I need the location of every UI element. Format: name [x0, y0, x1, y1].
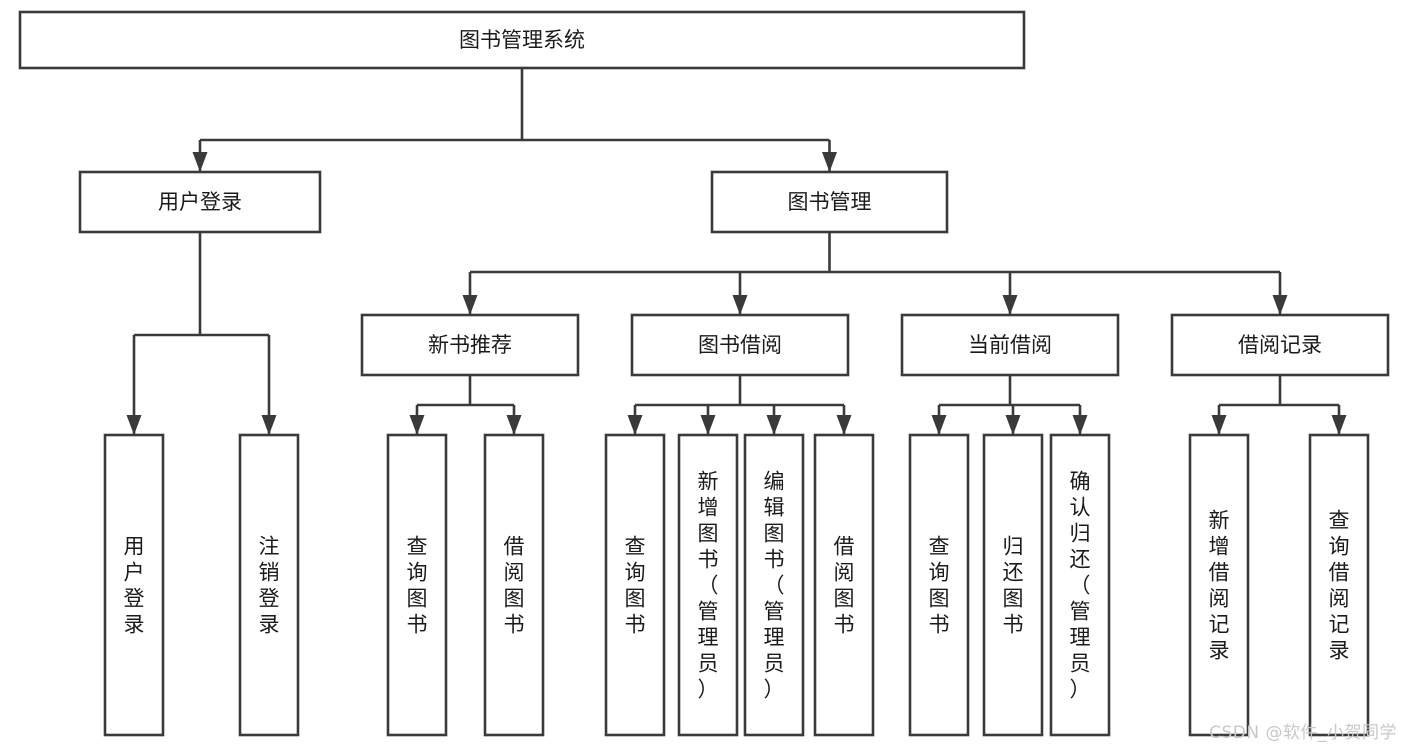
node-label-current-borrow: 当前借阅 — [968, 333, 1052, 357]
watermark-text: CSDN @软件_小贺同学 — [1209, 723, 1397, 743]
node-leaf-user-logout[interactable]: 注销登录 — [238, 433, 300, 737]
node-label-borrow-record: 借阅记录 — [1238, 333, 1322, 357]
node-label-leaf-borrow-edit: 编辑图书（管理员） — [764, 469, 785, 701]
node-box-leaf-rec-add — [1188, 433, 1250, 737]
node-label-leaf-borrow-add: 新增图书（管理员） — [698, 469, 719, 701]
arrow-head-icon — [126, 415, 142, 435]
arrow-head-icon — [261, 415, 277, 435]
arrow-head-icon — [462, 295, 478, 315]
node-box-leaf-borrow-edit — [743, 433, 805, 737]
node-box-leaf-borrow-lend — [813, 433, 875, 737]
node-label-leaf-borrow-query: 查询图书 — [625, 534, 646, 636]
node-borrow-record[interactable]: 借阅记录 — [1170, 313, 1390, 377]
arrow-head-icon — [192, 152, 208, 172]
node-leaf-cur-query[interactable]: 查询图书 — [908, 433, 970, 737]
node-box-borrow-record — [1170, 313, 1390, 377]
node-label-leaf-user-login: 用户登录 — [124, 534, 145, 636]
arrow-head-icon — [766, 415, 782, 435]
node-leaf-borrow-edit[interactable]: 编辑图书（管理员） — [743, 433, 805, 737]
node-label-leaf-rec-borrow: 借阅图书 — [504, 534, 525, 636]
node-label-leaf-cur-return: 归还图书 — [1003, 534, 1024, 636]
node-label-book-borrow: 图书借阅 — [698, 333, 782, 357]
node-label-leaf-cur-confirm: 确认归还（管理员） — [1070, 469, 1091, 701]
node-current-borrow[interactable]: 当前借阅 — [900, 313, 1120, 377]
arrow-head-icon — [1331, 415, 1347, 435]
node-label-leaf-user-logout: 注销登录 — [259, 534, 280, 636]
node-root[interactable]: 图书管理系统 — [18, 10, 1026, 70]
node-leaf-borrow-lend[interactable]: 借阅图书 — [813, 433, 875, 737]
node-new-book-rec[interactable]: 新书推荐 — [360, 313, 580, 377]
node-leaf-user-login[interactable]: 用户登录 — [103, 433, 165, 737]
node-book-manage[interactable]: 图书管理 — [710, 170, 949, 234]
arrow-head-icon — [506, 415, 522, 435]
node-leaf-cur-confirm[interactable]: 确认归还（管理员） — [1049, 433, 1111, 737]
node-box-leaf-rec-search — [1308, 433, 1370, 737]
node-user-login[interactable]: 用户登录 — [78, 170, 322, 234]
node-label-new-book-rec: 新书推荐 — [428, 333, 512, 357]
node-box-leaf-user-login — [103, 433, 165, 737]
node-label-leaf-rec-query: 查询图书 — [407, 534, 428, 636]
arrow-head-icon — [1002, 295, 1018, 315]
node-box-new-book-rec — [360, 313, 580, 377]
arrow-head-icon — [1005, 415, 1021, 435]
edges-layer — [126, 68, 1347, 435]
node-box-leaf-cur-return — [982, 433, 1044, 737]
arrow-head-icon — [1272, 295, 1288, 315]
node-leaf-borrow-add[interactable]: 新增图书（管理员） — [677, 433, 739, 737]
node-box-user-login — [78, 170, 322, 234]
node-box-current-borrow — [900, 313, 1120, 377]
node-book-borrow[interactable]: 图书借阅 — [630, 313, 850, 377]
node-label-leaf-rec-add: 新增借阅记录 — [1209, 508, 1230, 662]
node-box-leaf-borrow-query — [604, 433, 666, 737]
node-label-leaf-rec-search: 查询借阅记录 — [1329, 508, 1350, 662]
node-label-leaf-cur-query: 查询图书 — [929, 534, 950, 636]
node-leaf-rec-search[interactable]: 查询借阅记录 — [1308, 433, 1370, 737]
node-box-leaf-rec-borrow — [483, 433, 545, 737]
node-box-book-manage — [710, 170, 949, 234]
node-leaf-rec-query[interactable]: 查询图书 — [386, 433, 448, 737]
node-box-leaf-cur-confirm — [1049, 433, 1111, 737]
arrow-head-icon — [700, 415, 716, 435]
arrow-head-icon — [627, 415, 643, 435]
node-leaf-rec-add[interactable]: 新增借阅记录 — [1188, 433, 1250, 737]
node-box-root — [18, 10, 1026, 70]
node-label-leaf-borrow-lend: 借阅图书 — [834, 534, 855, 636]
arrow-head-icon — [409, 415, 425, 435]
nodes-layer: 图书管理系统用户登录图书管理新书推荐图书借阅当前借阅借阅记录用户登录注销登录查询… — [18, 10, 1390, 737]
node-box-book-borrow — [630, 313, 850, 377]
node-box-leaf-user-logout — [238, 433, 300, 737]
node-label-book-manage: 图书管理 — [788, 190, 872, 214]
arrow-head-icon — [822, 152, 837, 172]
arrow-head-icon — [931, 415, 947, 435]
node-box-leaf-borrow-add — [677, 433, 739, 737]
node-leaf-cur-return[interactable]: 归还图书 — [982, 433, 1044, 737]
node-box-leaf-cur-query — [908, 433, 970, 737]
node-leaf-borrow-query[interactable]: 查询图书 — [604, 433, 666, 737]
arrow-head-icon — [1072, 415, 1088, 435]
node-label-user-login: 用户登录 — [158, 190, 242, 214]
arrow-head-icon — [1211, 415, 1227, 435]
node-label-root: 图书管理系统 — [459, 28, 585, 52]
node-box-leaf-rec-query — [386, 433, 448, 737]
node-leaf-rec-borrow[interactable]: 借阅图书 — [483, 433, 545, 737]
arrow-head-icon — [836, 415, 852, 435]
arrow-head-icon — [732, 295, 748, 315]
